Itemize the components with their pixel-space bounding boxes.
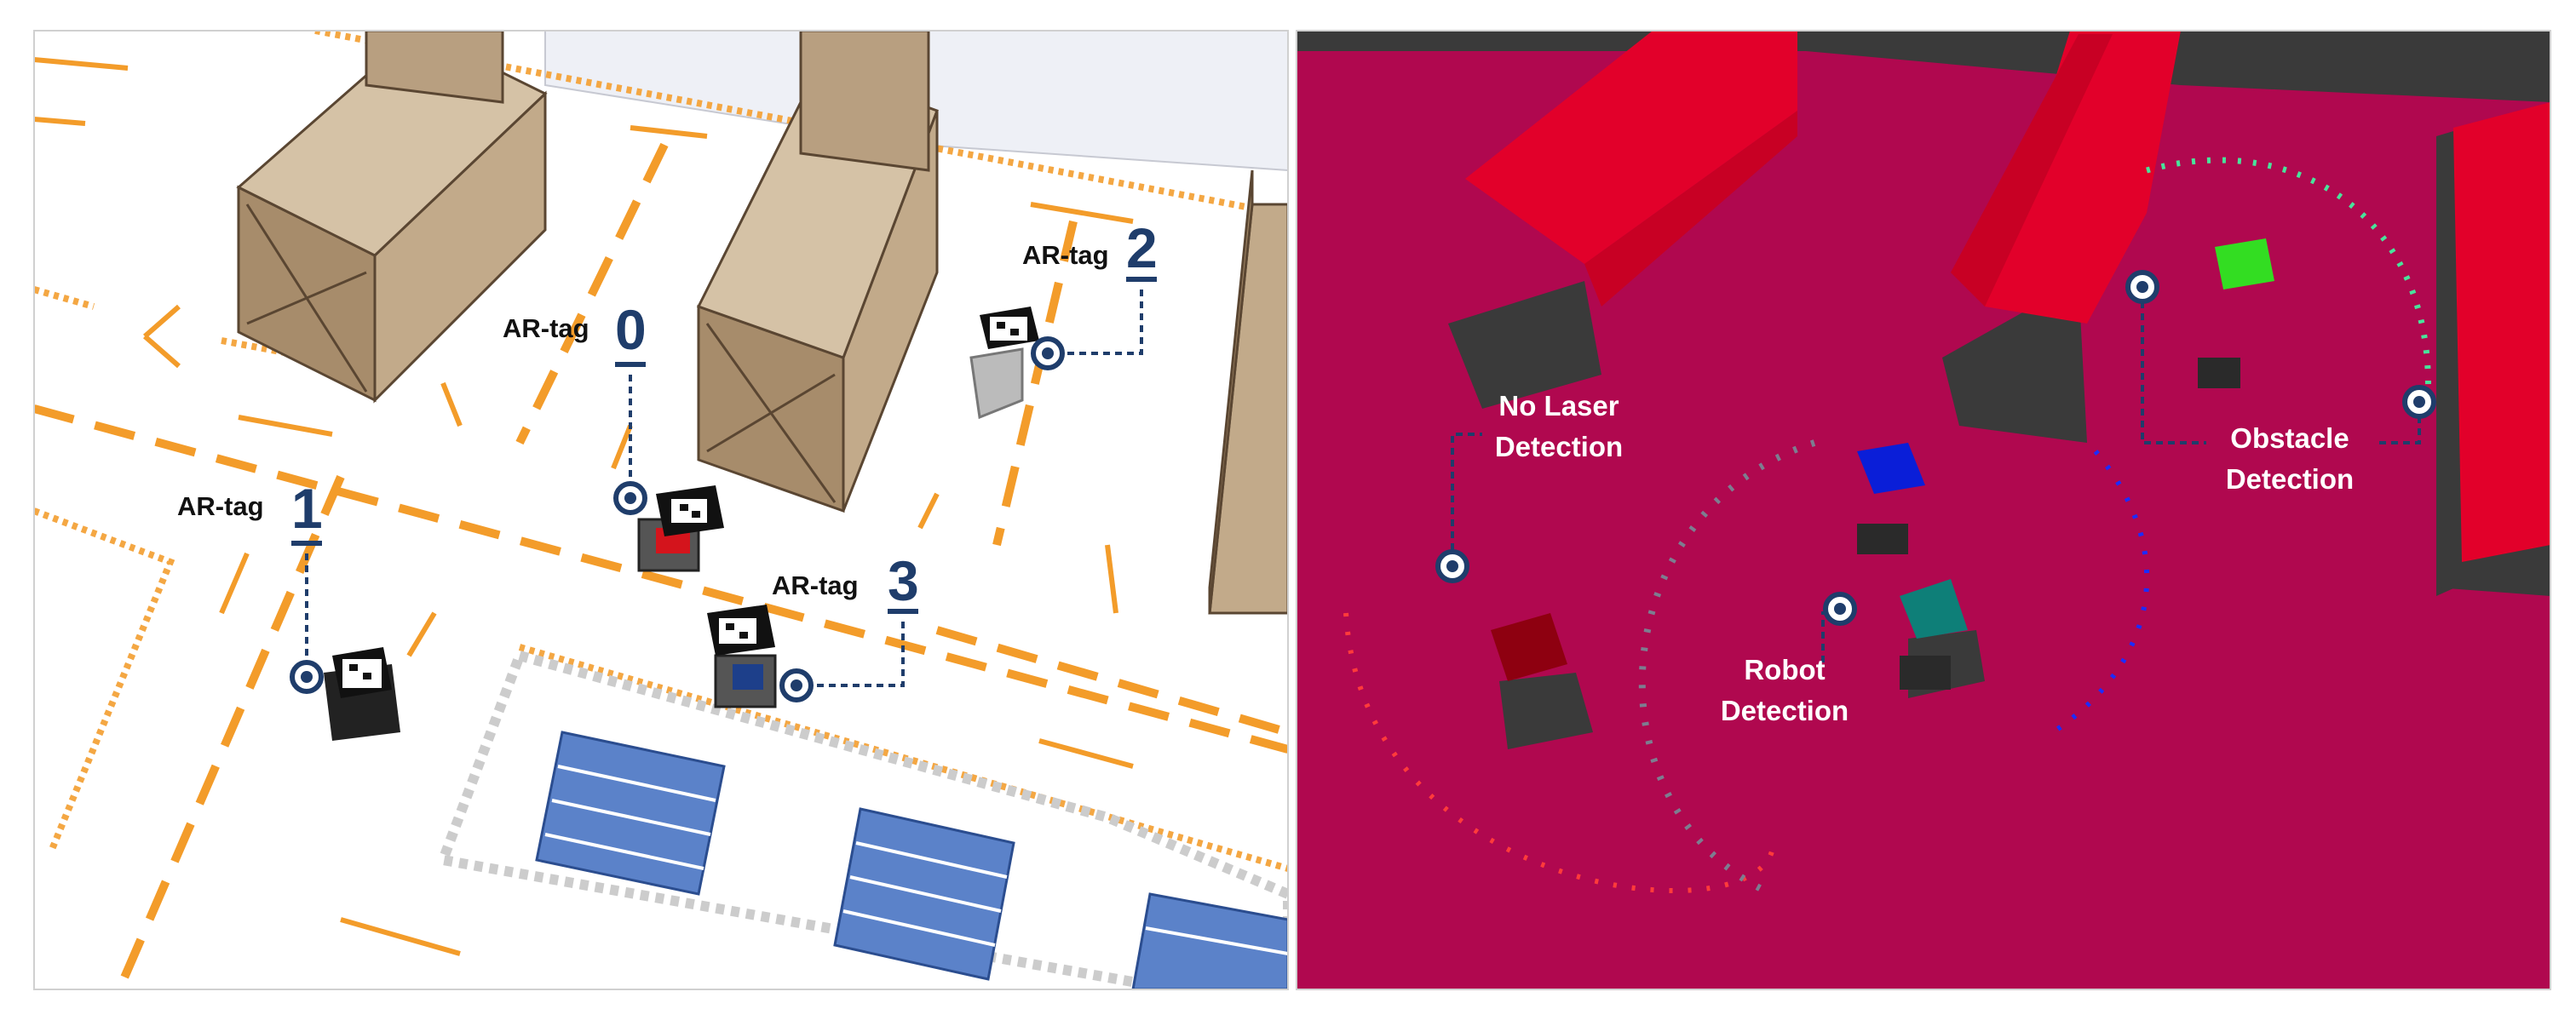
robot-tag-1	[324, 647, 400, 741]
rack-left	[1465, 31, 1797, 307]
tag-0-number: 0	[615, 298, 647, 361]
obstacle-range-arc	[2146, 157, 2431, 401]
tag-0-prefix: AR-tag	[503, 313, 589, 343]
direction-arrows	[34, 57, 1134, 956]
rack-right	[2453, 102, 2550, 562]
shelf-2	[696, 31, 939, 513]
label-obstacle-line1: Obstacle	[2230, 422, 2349, 454]
tag-2-number: 2	[1126, 216, 1158, 279]
robot-marker-red	[1491, 613, 1567, 681]
tag-2-prefix: AR-tag	[1022, 240, 1109, 270]
robot-marker-blue	[1857, 443, 1925, 494]
tag-1-number: 1	[291, 477, 323, 540]
shelf-1	[236, 31, 548, 404]
label-no-laser-line1: No Laser	[1498, 390, 1619, 421]
robot-marker-teal	[1900, 579, 1968, 639]
tag-3-prefix: AR-tag	[772, 570, 859, 600]
label-robot-line2: Detection	[1721, 695, 1849, 726]
left-panel: AR-tag 0 AR-tag 2 AR-tag 1 AR-tag 3	[33, 30, 1289, 990]
label-no-laser-line2: Detection	[1495, 431, 1623, 462]
lane-markings	[34, 142, 1288, 989]
right-panel: No Laser Detection Robot Detection Obsta…	[1296, 30, 2551, 990]
robot-tag-0	[637, 485, 724, 572]
label-robot-line1: Robot	[1744, 654, 1825, 685]
shelf-3	[1208, 169, 1288, 615]
tag-3-number: 3	[888, 549, 919, 612]
tag-leaders	[305, 290, 1143, 687]
rack-center	[1951, 31, 2181, 324]
obstacle-marker	[2215, 238, 2274, 290]
tag-1-prefix: AR-tag	[177, 491, 264, 521]
robot-tag-2	[969, 307, 1039, 420]
robot-tag-3	[707, 605, 777, 708]
label-obstacle-line2: Detection	[2226, 463, 2354, 495]
